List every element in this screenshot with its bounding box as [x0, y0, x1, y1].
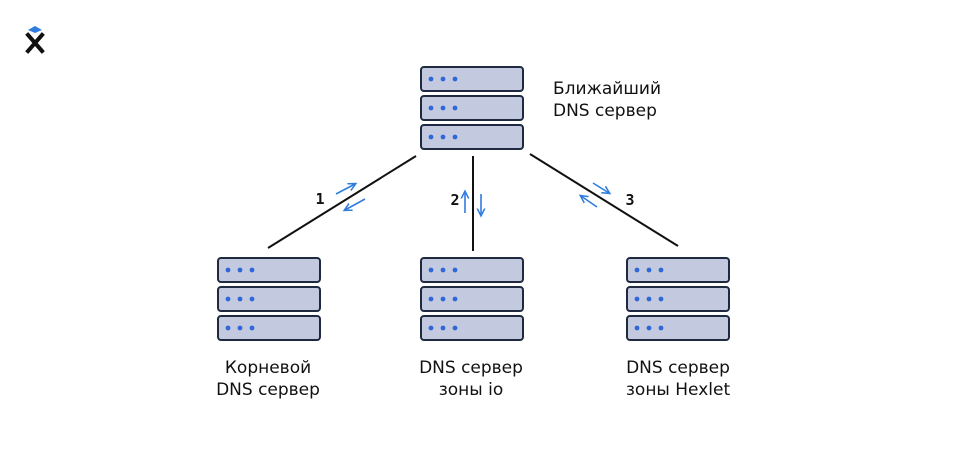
nearest-dns-server-icon: [420, 66, 524, 150]
arrow-step1-request: [335, 184, 355, 195]
nearest-label-line1: Ближайший: [553, 79, 662, 99]
root-label-line2: DNS сервер: [216, 380, 320, 400]
io-zone-dns-server-label: DNS сервер зоны io: [381, 357, 561, 401]
arrow-step3-response: [581, 196, 598, 208]
hexlet-logo-icon: [25, 26, 45, 54]
root-label-line1: Корневой: [224, 358, 312, 378]
step-number-1: 1: [315, 190, 324, 208]
step-number-3: 3: [625, 191, 634, 209]
io-label-line2: зоны io: [438, 380, 504, 400]
root-dns-server-label: Корневой DNS сервер: [178, 357, 358, 401]
arrow-step1-response: [345, 198, 366, 210]
root-dns-server-icon: [217, 257, 321, 341]
hexlet-label-line1: DNS сервер: [626, 358, 730, 378]
hexlet-label-line2: зоны Hexlet: [625, 380, 731, 400]
io-zone-dns-server-icon: [420, 257, 524, 341]
link-nearest-hexlet: [529, 153, 679, 247]
hexlet-zone-dns-server-label: DNS сервер зоны Hexlet: [588, 357, 768, 401]
nearest-label-line2: DNS сервер: [553, 101, 657, 121]
nearest-dns-server-label: Ближайший DNS сервер: [553, 78, 661, 122]
hexlet-zone-dns-server-icon: [626, 257, 730, 341]
link-nearest-root: [267, 155, 417, 249]
step-number-2: 2: [450, 191, 459, 209]
io-label-line1: DNS сервер: [419, 358, 523, 378]
arrow-step3-request: [592, 182, 609, 193]
